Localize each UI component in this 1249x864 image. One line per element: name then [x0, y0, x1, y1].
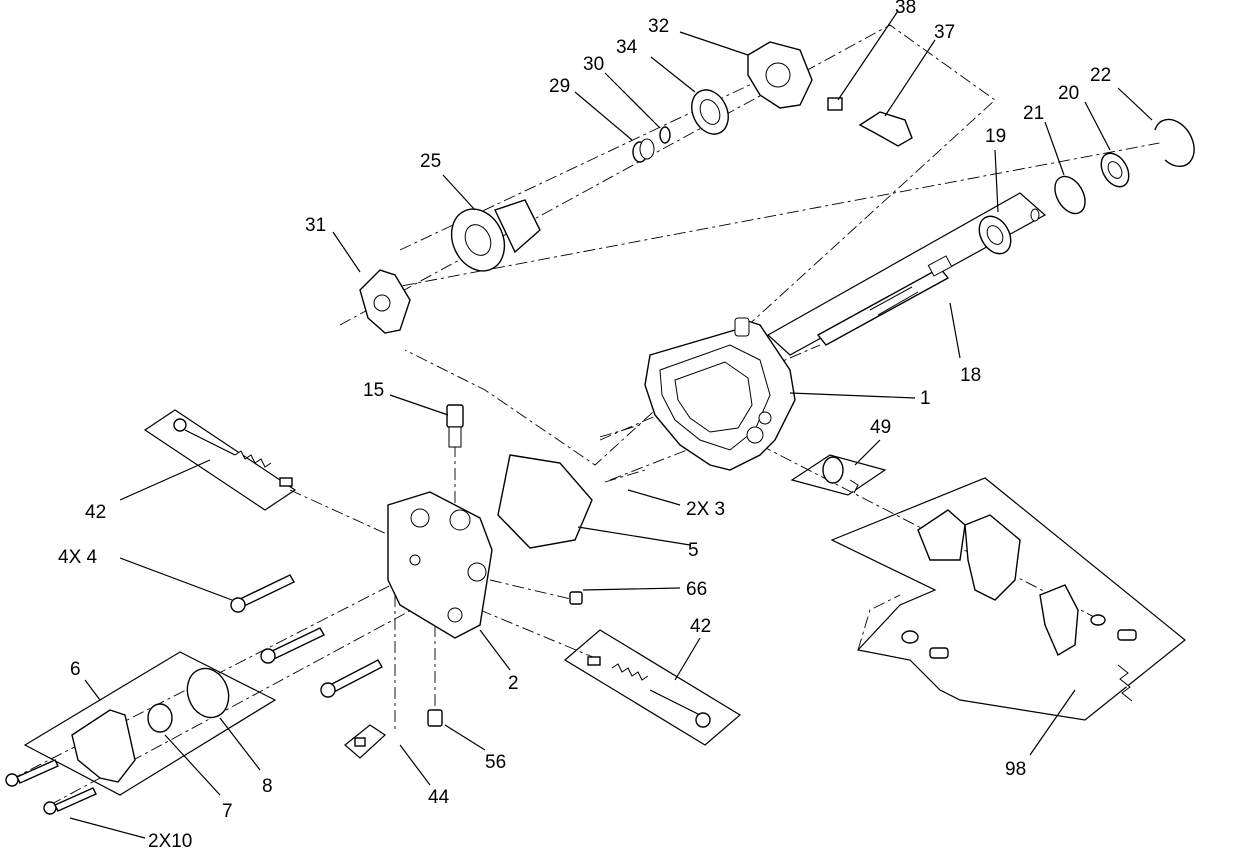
label-part-8: 8: [262, 776, 273, 797]
label-part-42-lower: 42: [690, 616, 711, 637]
part-end-cap-2: [387, 491, 493, 639]
label-part-20: 20: [1058, 83, 1079, 104]
label-part-98: 98: [1005, 759, 1026, 780]
label-part-42-upper: 42: [85, 502, 106, 523]
label-part-4: 4X 4: [58, 547, 98, 568]
part-bolt-10b: [43, 787, 97, 815]
part-plug-66: [569, 591, 583, 605]
part-bearing-19: [978, 215, 1012, 255]
centerline-42-lower: [479, 609, 601, 661]
part-housing-1: [644, 317, 796, 471]
part-cover-6: [71, 709, 136, 783]
label-part-10: 2X10: [148, 831, 192, 852]
kit-outline-98: [830, 477, 1186, 721]
part-control-98: [901, 509, 1137, 702]
label-part-2: 2: [508, 673, 519, 694]
kit-outline-dashed-98: [857, 594, 901, 651]
part-oring-8: [186, 667, 230, 719]
part-seal-49: [822, 456, 859, 494]
label-part-32: 32: [648, 16, 669, 37]
part-plug-56: [427, 709, 443, 727]
part-rotor-25: [450, 199, 541, 272]
kit-outline-18: [766, 192, 1047, 356]
part-coupler-7: [147, 703, 173, 733]
label-part-1: 1: [920, 388, 931, 409]
part-plate-31: [359, 269, 411, 334]
label-part-66: 66: [686, 579, 707, 600]
part-bearing-20: [1100, 152, 1130, 188]
kit-outline-42-upper: [143, 409, 297, 511]
part-relief-valve-42-upper: [173, 418, 293, 487]
label-part-56: 56: [485, 752, 506, 773]
part-plug-44: [354, 737, 366, 747]
label-part-6: 6: [70, 659, 81, 680]
part-snap-ring-22: [1154, 118, 1195, 168]
part-bolt-4a: [230, 574, 295, 613]
kit-outline-44: [344, 724, 386, 759]
label-part-38: 38: [895, 0, 916, 18]
part-gasket-5: [497, 454, 593, 549]
label-part-15: 15: [363, 380, 384, 401]
pin-3b: [604, 469, 646, 483]
centerline-housing-2: [609, 444, 701, 481]
part-spring-29: [632, 138, 655, 163]
part-valve-15: [446, 404, 464, 448]
centerline-42-upper: [289, 489, 401, 541]
label-part-25: 25: [420, 151, 441, 172]
part-shaft-18: [816, 255, 953, 346]
kit-outline-6: [23, 651, 277, 796]
part-relief-valve-42-lower: [587, 656, 711, 728]
label-part-3: 2X 3: [686, 499, 725, 520]
leader-lines: [69, 10, 1153, 839]
label-part-19: 19: [985, 126, 1006, 147]
label-part-18: 18: [960, 365, 981, 386]
centerline-shaft-upper: [379, 139, 1176, 291]
centerline-66: [489, 579, 576, 601]
label-part-7: 7: [222, 801, 233, 822]
kit-outline-49: [790, 454, 887, 496]
part-bolt-4c: [260, 627, 325, 664]
label-part-44: 44: [428, 787, 450, 808]
part-cover-32: [747, 41, 813, 109]
label-part-49: 49: [870, 417, 891, 438]
part-seal-34: [691, 89, 729, 135]
pin-3a: [599, 424, 641, 438]
label-part-21: 21: [1023, 103, 1044, 124]
label-part-30: 30: [583, 54, 604, 75]
part-bolt-4b: [320, 659, 383, 698]
label-part-34: 34: [616, 37, 638, 58]
part-lever-37: [858, 111, 913, 147]
part-key-38: [827, 97, 843, 111]
part-ring-21: [1054, 175, 1086, 215]
label-part-5: 5: [688, 540, 699, 561]
part-bolt-10a: [5, 759, 59, 787]
part-ring-small: [1030, 208, 1040, 222]
label-part-37: 37: [934, 22, 955, 43]
callout-labels: 1 2 2X 3 4X 4 5 6 7 8 2X10 15 18 19 20 2…: [58, 0, 1111, 852]
label-part-29: 29: [549, 76, 570, 97]
kit-outline-42-lower: [563, 629, 742, 746]
label-part-22: 22: [1090, 65, 1111, 86]
assembly-centerlines: [9, 79, 1176, 806]
label-part-31: 31: [305, 215, 326, 236]
part-ring-30: [659, 126, 671, 144]
